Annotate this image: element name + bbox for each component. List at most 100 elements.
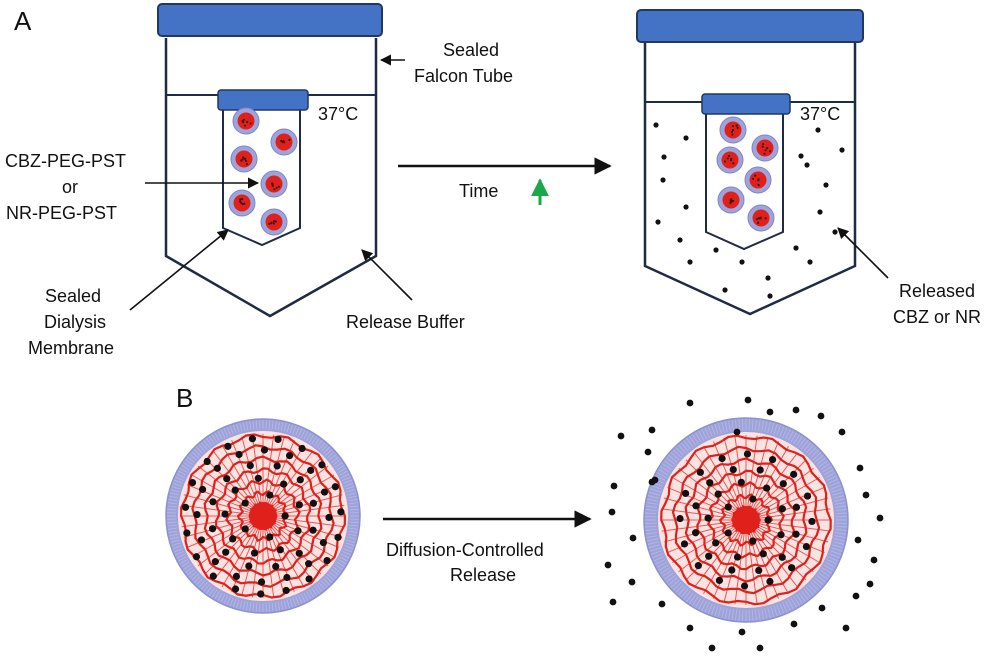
drug-dot xyxy=(653,122,659,128)
shell-chain xyxy=(175,551,184,556)
drug-dot xyxy=(718,454,726,463)
shell-chain xyxy=(179,559,188,565)
panel-label-b: B xyxy=(176,383,193,413)
core-strand xyxy=(723,437,747,521)
shell-chain xyxy=(668,577,678,586)
shell-chain xyxy=(717,422,722,434)
drug-dot xyxy=(749,495,757,503)
drug-dot xyxy=(788,564,796,572)
shell-chain xyxy=(242,422,246,431)
shell-chain xyxy=(232,598,237,608)
drug-dot xyxy=(223,475,231,483)
drug-dot xyxy=(294,527,302,535)
shell-chain xyxy=(803,442,812,452)
shell-chain xyxy=(773,423,778,435)
drug-dot xyxy=(266,491,274,499)
shell-chain xyxy=(686,592,694,602)
shell-chain xyxy=(217,431,223,440)
drug-dot xyxy=(866,580,874,588)
drug-dot xyxy=(211,558,219,566)
shell-chain xyxy=(331,569,339,576)
drug-dot xyxy=(802,542,811,551)
drug-dot xyxy=(763,484,771,492)
drug-dot xyxy=(319,538,328,547)
shell-chain xyxy=(239,600,243,610)
shell-chain xyxy=(683,590,691,600)
shell-chain xyxy=(298,428,303,437)
drug-dot xyxy=(729,159,733,162)
drug-dot xyxy=(777,531,785,539)
tube-body-right xyxy=(643,42,857,316)
drug-dot xyxy=(243,157,247,160)
drug-dot xyxy=(295,549,303,557)
drug-dot xyxy=(727,154,730,158)
shell-chain xyxy=(808,447,817,456)
drug-dot xyxy=(715,576,724,585)
core-strand xyxy=(661,519,747,532)
drug-dot xyxy=(271,183,274,186)
shell-chain xyxy=(348,495,357,499)
micelles-right xyxy=(716,116,779,232)
drug-dot xyxy=(318,461,326,469)
falcon-tube-left xyxy=(157,3,383,318)
shell-chain xyxy=(236,423,240,433)
drug-dot xyxy=(733,428,741,436)
shell-chain xyxy=(338,559,347,565)
shell-chain xyxy=(171,485,181,490)
shell-chain xyxy=(311,587,318,596)
drug-dot xyxy=(724,503,732,511)
shell-chain xyxy=(170,539,180,543)
shell-chain xyxy=(648,491,660,496)
drug-dot xyxy=(307,466,315,474)
drug-dot xyxy=(661,154,667,160)
shell-chain xyxy=(646,535,658,538)
core-strand xyxy=(703,519,747,594)
shell-chain xyxy=(286,599,290,609)
shell-chain xyxy=(810,582,819,591)
core-strand xyxy=(745,519,799,588)
drug-dot xyxy=(281,512,289,520)
drug-dot xyxy=(270,221,273,224)
drug-dot xyxy=(283,141,286,144)
core-strand xyxy=(745,459,807,521)
shell-chain xyxy=(325,449,333,456)
shell-chain xyxy=(820,569,830,577)
drug-dot xyxy=(248,435,257,443)
shell-chain xyxy=(289,424,294,434)
temp-label-right: 37°C xyxy=(800,104,840,124)
shell-chain xyxy=(172,545,182,550)
shell-chain xyxy=(650,550,662,555)
drug-dot xyxy=(320,488,329,496)
diffusion-label-line2: Release xyxy=(450,565,516,585)
shell-chain xyxy=(751,609,754,621)
shell-chain xyxy=(835,509,847,511)
shell-chain xyxy=(318,442,326,450)
drug-dot xyxy=(183,529,191,537)
shell-chain xyxy=(646,502,658,505)
shell-chain xyxy=(223,595,228,604)
drug-dot xyxy=(249,122,252,125)
shell-chain xyxy=(701,429,707,440)
drug-dot xyxy=(792,406,800,414)
core-strand xyxy=(745,477,820,521)
drug-dot xyxy=(257,578,266,586)
shell-chain xyxy=(178,470,187,476)
shell-chain xyxy=(173,548,183,553)
drug-dot xyxy=(752,177,755,180)
shell-chain xyxy=(193,449,201,456)
shell-chain xyxy=(289,598,294,608)
shell-chain xyxy=(770,422,775,434)
shell-chain xyxy=(793,596,800,606)
shell-chain xyxy=(695,432,702,443)
drug-dot xyxy=(296,476,304,484)
drug-dot xyxy=(244,159,248,162)
shell-chain xyxy=(707,603,713,614)
shell-chain xyxy=(825,561,836,568)
shell-chain xyxy=(345,542,355,547)
drug-dot xyxy=(713,247,719,253)
shell-chain xyxy=(196,446,203,454)
core-strand xyxy=(667,519,747,553)
drug-dot xyxy=(761,145,764,148)
shell-chain xyxy=(738,609,741,621)
shell-chain xyxy=(785,600,791,611)
